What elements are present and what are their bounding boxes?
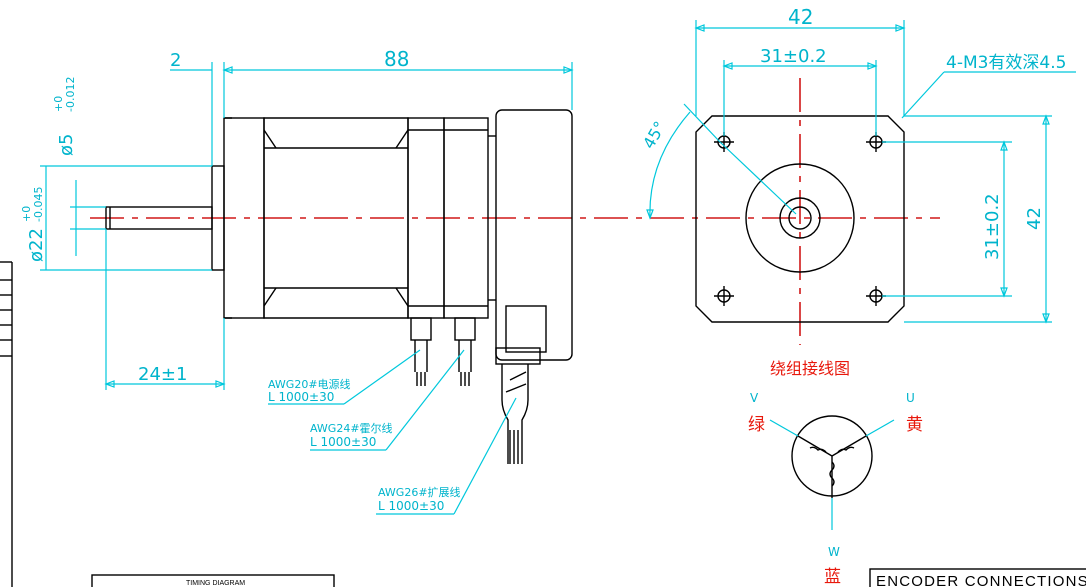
left-title-block	[0, 261, 13, 587]
dim-boss-tol-lower: -0.045	[32, 187, 45, 222]
dim-boss-tol-upper: +0	[20, 206, 33, 222]
side-dimensions: 2 88 ø5 +0 -0.012 ø22 +0 -0.045 24±1	[20, 47, 574, 390]
phase-w-color: 蓝	[824, 567, 841, 587]
phase-u-letter: U	[906, 391, 915, 405]
wire-callouts: AWG20#电源线 L 1000±30 AWG24#霍尔线 L 1000±30 …	[268, 349, 517, 515]
encoder-connections-label: ENCODER CONNECTIONS	[876, 573, 1086, 587]
dim-shaft-length: 24±1	[138, 364, 187, 385]
winding-diagram: 绕组接线图 V 绿 U 黄 W 蓝	[748, 359, 923, 587]
phase-u-color: 黄	[906, 415, 923, 435]
wire-1-gauge: AWG20#电源线	[268, 377, 351, 391]
svg-text:+0: +0	[20, 206, 33, 222]
dim-body-length: 88	[384, 47, 409, 71]
dim-shoulder: 2	[170, 50, 181, 71]
wire-3-gauge: AWG26#扩展线	[378, 485, 461, 499]
dim-shaft-tol-lower: -0.012	[64, 77, 77, 112]
front-dimensions: 42 31±0.2 31±0.2 42 4-M3有效深4.5 45°	[639, 5, 1076, 324]
wire-2-length: L 1000±30	[310, 435, 376, 449]
dim-angle: 45°	[639, 118, 670, 152]
encoder-connections-box: ENCODER CONNECTIONS	[869, 568, 1086, 587]
winding-title: 绕组接线图	[770, 359, 850, 378]
wire-2-gauge: AWG24#霍尔线	[310, 421, 393, 435]
dim-boss-dia: ø22	[26, 228, 47, 262]
wire-1-length: L 1000±30	[268, 390, 334, 404]
motor-side-view	[105, 109, 573, 464]
svg-text:-0.045: -0.045	[32, 187, 45, 222]
dim-hole-spacing-h: 31±0.2	[760, 46, 827, 67]
phase-v-letter: V	[750, 391, 759, 405]
phase-w-letter: W	[828, 545, 840, 559]
wire-3-length: L 1000±30	[378, 499, 444, 513]
dim-flange-width: 42	[788, 5, 813, 29]
timing-diagram-box: TIMING DIAGRAM	[91, 574, 335, 587]
dim-shaft-dia: ø5	[56, 134, 77, 156]
dim-hole-note: 4-M3有效深4.5	[946, 53, 1066, 73]
svg-text:-0.012: -0.012	[64, 77, 77, 112]
motor-front-view	[695, 115, 905, 323]
dim-shaft-tol-upper: +0	[52, 96, 65, 112]
dim-hole-spacing-v: 31±0.2	[982, 193, 1003, 260]
svg-text:+0: +0	[52, 96, 65, 112]
timing-diagram-label: TIMING DIAGRAM	[186, 580, 245, 587]
phase-v-color: 绿	[748, 415, 765, 435]
dim-flange-height: 42	[1024, 207, 1045, 230]
